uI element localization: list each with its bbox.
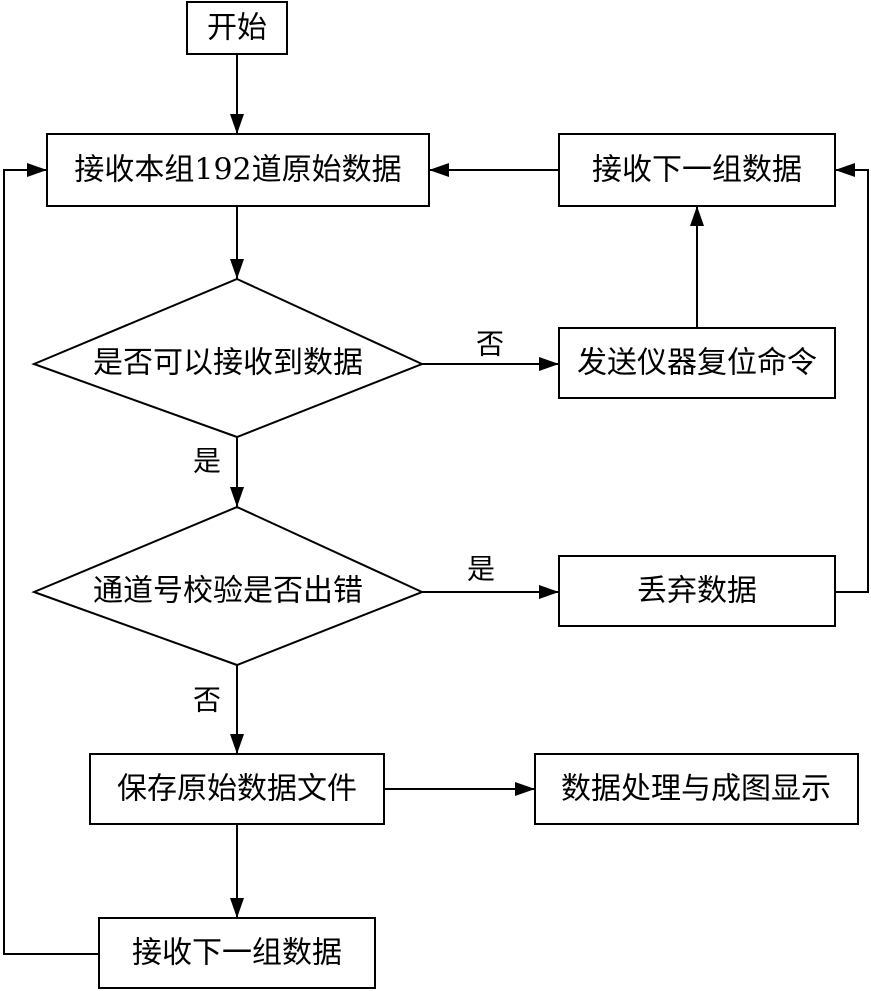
edge-label-can-receive-no: 否 — [476, 328, 504, 361]
edge-next-bottom-to-receive — [3, 163, 99, 955]
node-send-reset: 发送仪器复位命令 — [558, 327, 836, 399]
node-process-display: 数据处理与成图显示 — [534, 753, 859, 825]
node-process-display-label: 数据处理与成图显示 — [561, 772, 831, 807]
node-channel-check-decision: 通道号校验是否出错 — [31, 505, 425, 667]
node-receive-next-bottom: 接收下一组数据 — [98, 917, 376, 989]
node-discard-label: 丢弃数据 — [637, 574, 757, 609]
node-start-label: 开始 — [207, 11, 267, 46]
node-save-file-label: 保存原始数据文件 — [117, 772, 357, 807]
node-receive-192: 接收本组192道原始数据 — [46, 133, 430, 207]
node-receive-next-top-label: 接收下一组数据 — [592, 153, 802, 188]
node-receive-192-label: 接收本组192道原始数据 — [74, 153, 401, 188]
edges — [3, 54, 869, 955]
node-start: 开始 — [186, 1, 288, 55]
node-receive-next-bottom-label: 接收下一组数据 — [132, 936, 342, 971]
node-send-reset-label: 发送仪器复位命令 — [577, 346, 817, 381]
edge-label-channel-check-yes: 是 — [467, 553, 495, 586]
node-save-file: 保存原始数据文件 — [89, 753, 385, 825]
edge-discard-to-next-top — [835, 163, 869, 593]
node-channel-check-label: 通道号校验是否出错 — [93, 574, 363, 609]
edge-label-can-receive-yes: 是 — [193, 445, 221, 478]
node-can-receive-label: 是否可以接收到数据 — [93, 346, 363, 381]
node-discard: 丢弃数据 — [558, 555, 836, 627]
edge-label-channel-check-no: 否 — [193, 684, 221, 717]
node-receive-next-top: 接收下一组数据 — [558, 133, 836, 207]
node-can-receive-decision: 是否可以接收到数据 — [31, 277, 425, 439]
